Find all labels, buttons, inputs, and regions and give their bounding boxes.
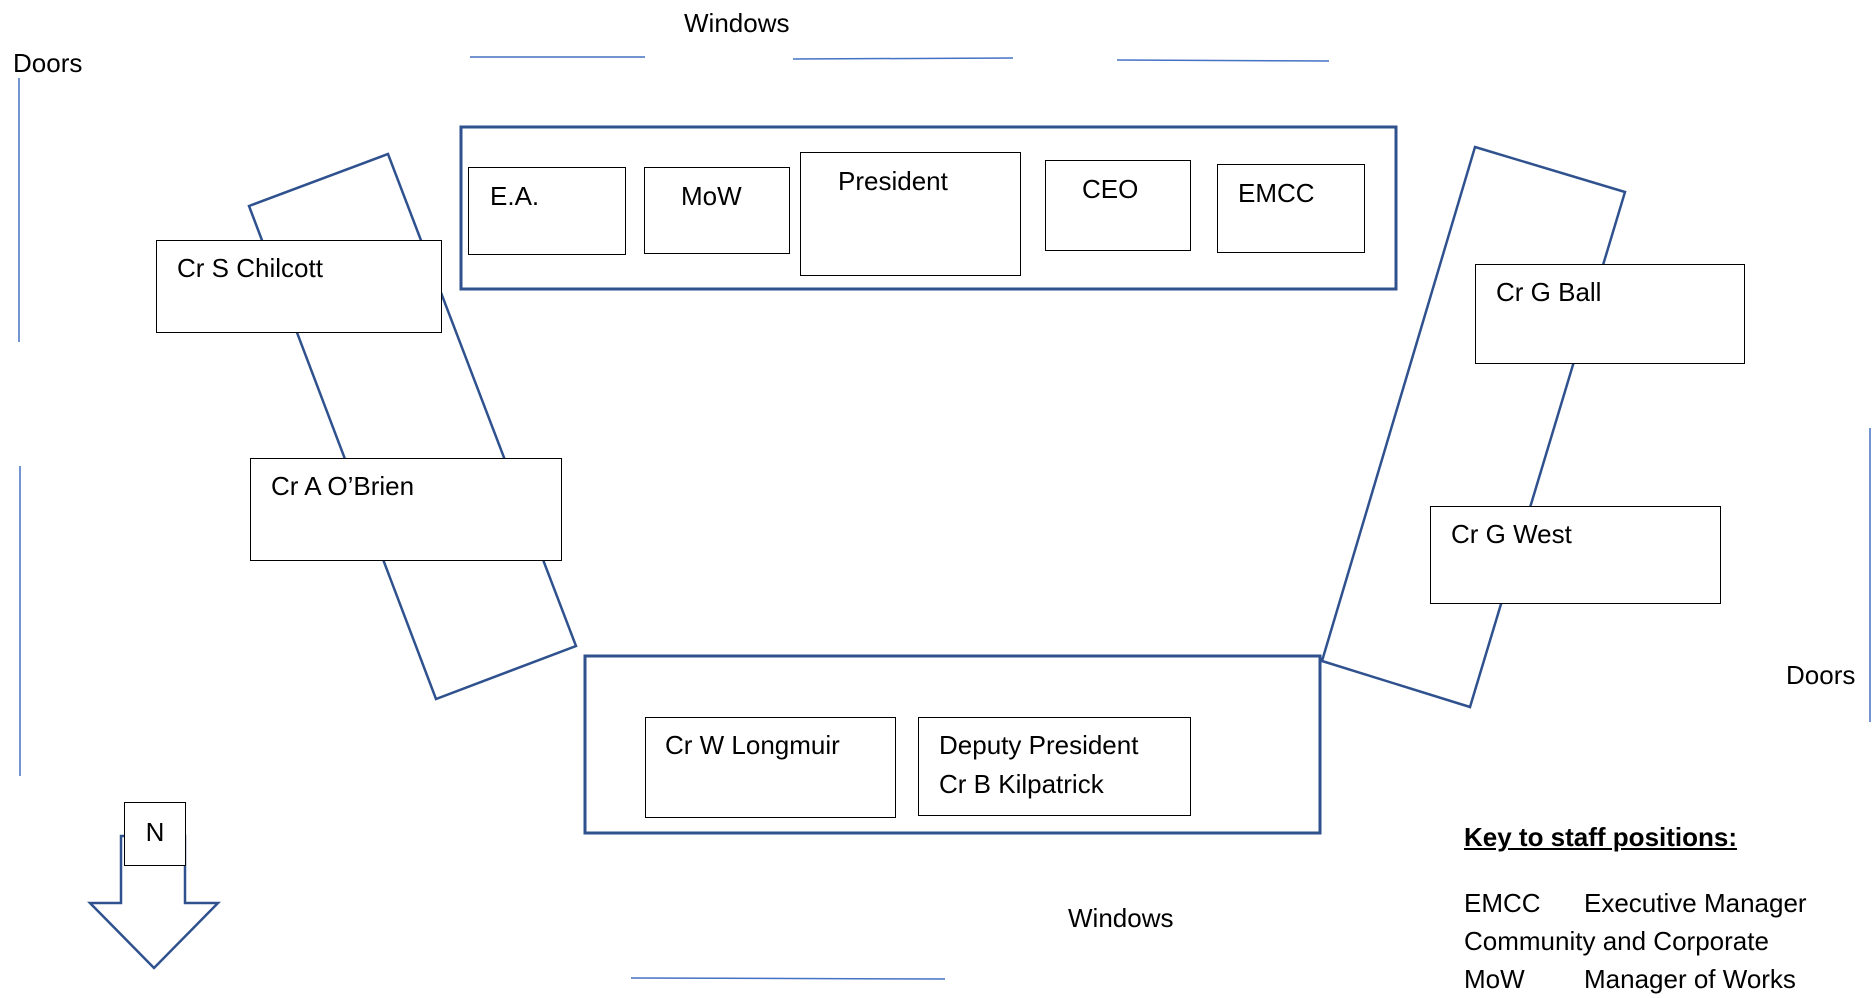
seat-ea: E.A. [468,167,626,255]
doors-label-left: Doors [13,48,83,78]
key-row: Community and Corporate [1464,922,1769,960]
seat-mow: MoW [644,167,790,254]
window-marker-top-2 [792,57,1014,60]
seat-ea-label: E.A. [490,181,540,211]
seat-cr-longmuir-label: Cr W Longmuir [665,730,840,760]
seat-cr-ball-label: Cr G Ball [1496,277,1602,307]
key-row-abbr: MoW [1464,964,1525,994]
north-label: N [145,817,165,847]
doors-label-right: Doors [1786,660,1856,690]
seat-ceo: CEO [1045,160,1191,251]
seat-cr-obrien-label: Cr A O’Brien [271,471,415,501]
seat-cr-longmuir: Cr W Longmuir [645,717,896,818]
seat-cr-west: Cr G West [1430,506,1721,604]
head-table [459,125,1398,291]
key-row-abbr: EMCC [1464,888,1541,918]
seat-deputy-president-title: Deputy President [939,730,1139,760]
right-table [1320,145,1627,709]
seat-cr-chilcott: Cr S Chilcott [156,240,442,333]
bottom-table [583,654,1322,835]
seat-ceo-label: CEO [1082,174,1139,204]
key-row-text: Executive Manager [1584,888,1807,918]
seat-cr-chilcott-label: Cr S Chilcott [177,253,323,283]
north-label-box: N [124,802,186,866]
key-row: EMCC Executive Manager [1464,884,1807,922]
key-row: MoW Manager of Works [1464,960,1796,998]
key-title: Key to staff positions: [1464,822,1738,852]
seat-deputy-president: Deputy President Cr B Kilpatrick [918,717,1191,816]
seat-president: President [800,152,1021,276]
seat-cr-west-label: Cr G West [1451,519,1572,549]
seat-deputy-president-name: Cr B Kilpatrick [939,769,1104,799]
seat-cr-ball: Cr G Ball [1475,264,1745,364]
seat-president-label: President [838,166,948,196]
seat-emcc-label: EMCC [1238,178,1315,208]
seat-cr-obrien: Cr A O’Brien [250,458,562,561]
windows-label-top: Windows [684,8,790,38]
windows-label-bottom: Windows [1068,903,1174,933]
seat-emcc: EMCC [1217,164,1365,253]
key-row-text: Manager of Works [1584,964,1796,994]
window-marker-bottom [630,977,946,980]
seat-mow-label: MoW [681,181,742,211]
window-marker-top-3 [1116,59,1330,62]
key-row-text: Community and Corporate [1464,926,1769,956]
